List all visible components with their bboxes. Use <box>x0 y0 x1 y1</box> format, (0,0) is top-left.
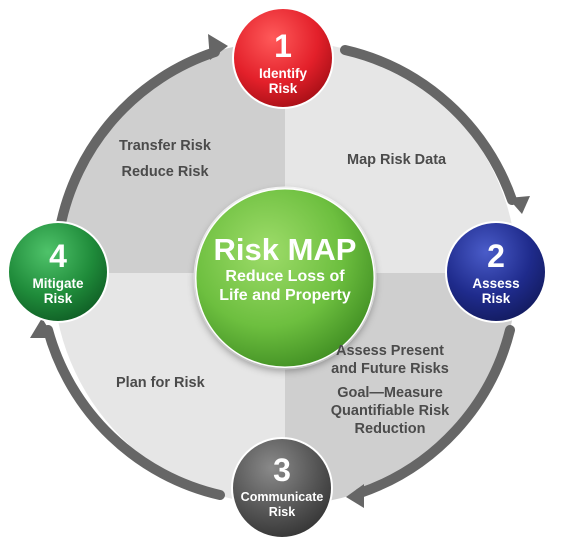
step-3-circle <box>231 437 333 539</box>
step-3-label: Communicate Risk <box>240 490 324 519</box>
cycle-ring <box>43 45 517 500</box>
step-1: 1 Identify Risk <box>233 8 333 108</box>
arrowhead-to-step-1 <box>208 34 228 60</box>
goal-measure-text: Goal—Measure <box>337 385 443 401</box>
ring-arc-1-to-2 <box>340 45 517 205</box>
future-risks-text: and Future Risks <box>331 361 449 377</box>
quadrant-bottom-left-text: Plan for Risk <box>116 374 205 392</box>
hub-title: Risk MAP <box>213 232 357 267</box>
quadrant-top-left-text: Transfer Risk Reduce Risk <box>105 137 225 181</box>
step-2: 2 Assess Risk <box>446 222 546 322</box>
quantifiable-risk-text: Quantifiable Risk <box>330 403 450 419</box>
plan-for-risk-text: Plan for Risk <box>116 375 205 391</box>
transfer-risk-text: Transfer Risk <box>119 138 211 154</box>
ring-arc-2-to-3 <box>355 325 515 498</box>
step-3-number: 3 <box>273 452 291 488</box>
ring-arc-3-to-4 <box>43 325 225 500</box>
step-2-number: 2 <box>487 238 505 274</box>
step-1-label: Identify Risk <box>258 66 307 96</box>
map-risk-data-text: Map Risk Data <box>347 152 447 168</box>
quadrant-top-right-text: Map Risk Data <box>347 151 446 169</box>
step-1-number: 1 <box>274 28 292 64</box>
reduction-text: Reduction <box>354 421 426 437</box>
step-3: 3 Communicate Risk <box>232 438 332 538</box>
quadrant-bottom-right-text: Assess Present and Future Risks Goal—Mea… <box>320 342 460 438</box>
step-4-label: Mitigate Risk <box>32 276 84 306</box>
step-4-number: 4 <box>49 238 67 274</box>
arrowhead-to-step-4 <box>30 318 54 338</box>
hub-circle <box>193 186 377 370</box>
step-4-circle <box>7 221 109 323</box>
step-2-circle <box>445 221 547 323</box>
arrowhead-to-step-3 <box>346 484 364 508</box>
hub-subtitle: Reduce Loss of Life and Property <box>219 268 351 304</box>
step-2-label: Assess Risk <box>472 276 520 306</box>
step-4: 4 Mitigate Risk <box>8 222 108 322</box>
hub: Risk MAP Reduce Loss of Life and Propert… <box>195 188 375 368</box>
ring-arrowheads <box>30 34 530 508</box>
reduce-risk-text: Reduce Risk <box>121 164 209 180</box>
arrowhead-to-step-2 <box>508 196 530 214</box>
step-1-circle <box>232 7 334 109</box>
assess-present-text: Assess Present <box>335 343 444 359</box>
ring-arc-4-to-1 <box>55 47 220 233</box>
